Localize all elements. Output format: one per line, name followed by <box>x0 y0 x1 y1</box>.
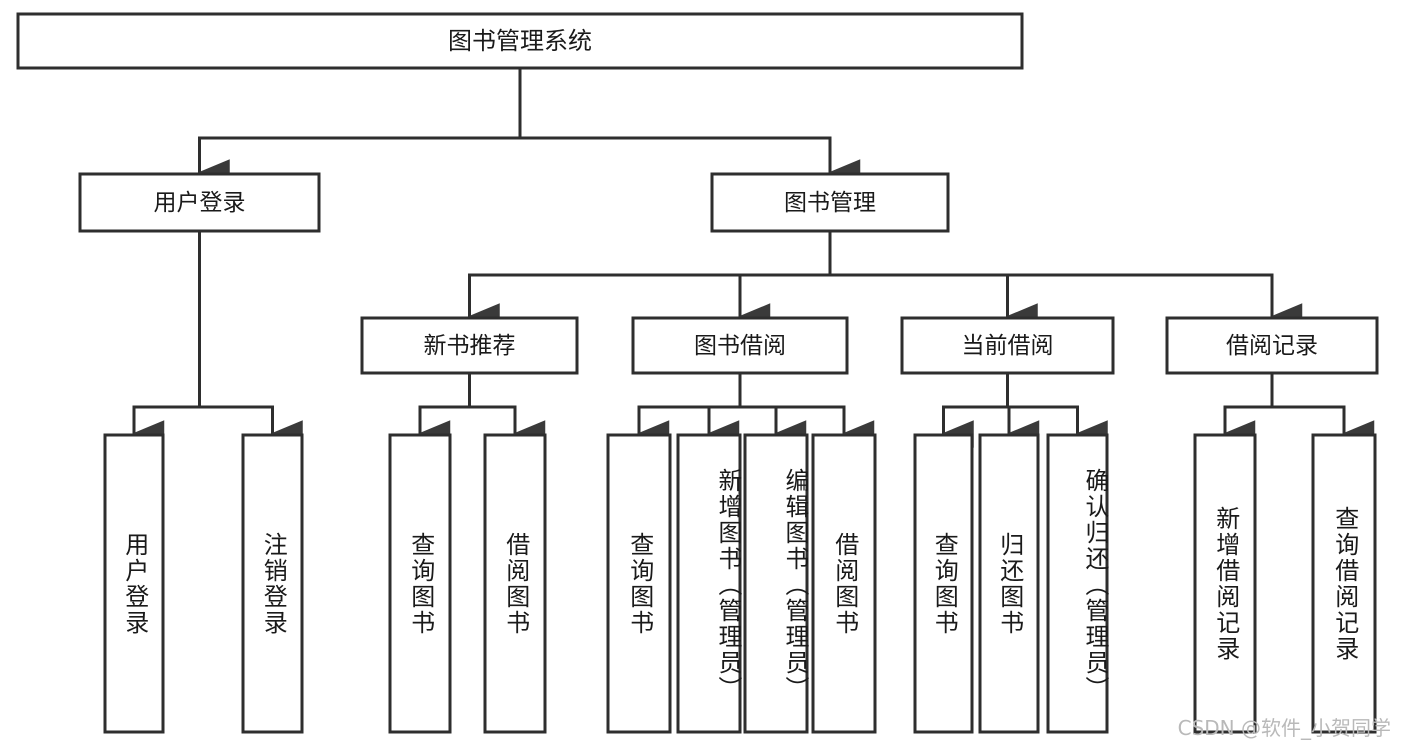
node-label: 用户登录 <box>154 190 246 216</box>
node-box <box>900 316 1115 375</box>
node-box <box>16 12 1024 70</box>
node-label: 图书借阅 <box>694 333 786 359</box>
edge-layer <box>131 66 1375 448</box>
node-box <box>913 433 974 734</box>
node-box <box>978 433 1040 734</box>
node-leaf-user-login[interactable] <box>103 433 165 734</box>
node-label: 图书管理系统 <box>448 27 592 55</box>
connector-new-book-recommend <box>417 371 546 448</box>
node-current-borrow[interactable]: 当前借阅 <box>900 316 1115 375</box>
node-leaf-query-book-cur[interactable] <box>913 433 974 734</box>
node-box <box>1311 433 1377 734</box>
node-box <box>483 433 547 734</box>
node-box <box>811 433 877 734</box>
node-box <box>78 172 321 233</box>
node-leaf-borrow-book-rec[interactable] <box>483 433 547 734</box>
node-box <box>1193 433 1257 734</box>
node-leaf-user-logout[interactable] <box>241 433 304 734</box>
node-label: 当前借阅 <box>962 333 1054 359</box>
node-box <box>631 316 849 375</box>
node-box <box>1046 433 1109 734</box>
node-label: 图书管理 <box>784 190 876 216</box>
node-box <box>1165 316 1379 375</box>
node-new-book-recommend[interactable]: 新书推荐 <box>360 316 579 375</box>
node-borrow-record[interactable]: 借阅记录 <box>1165 316 1379 375</box>
node-book-borrow[interactable]: 图书借阅 <box>631 316 849 375</box>
node-box <box>360 316 579 375</box>
connector-user-login <box>131 229 303 448</box>
connector-book-manage <box>466 229 1303 331</box>
node-box <box>241 433 304 734</box>
node-leaf-return-book[interactable] <box>978 433 1040 734</box>
node-box <box>710 172 950 233</box>
node-box <box>606 433 672 734</box>
node-leaf-borrow-book[interactable] <box>811 433 877 734</box>
node-box <box>676 433 742 734</box>
connector-current-borrow <box>940 371 1108 448</box>
node-leaf-confirm-return[interactable] <box>1046 433 1109 734</box>
connector-book-borrow <box>636 371 875 448</box>
node-box <box>388 433 452 734</box>
node-leaf-edit-book[interactable] <box>743 433 809 734</box>
node-leaf-query-record[interactable] <box>1311 433 1377 734</box>
node-label: 新书推荐 <box>424 333 516 359</box>
connector-borrow-record <box>1222 371 1375 448</box>
node-user-login[interactable]: 用户登录 <box>78 172 321 233</box>
node-book-manage[interactable]: 图书管理 <box>710 172 950 233</box>
node-box <box>743 433 809 734</box>
node-leaf-add-book[interactable] <box>676 433 742 734</box>
node-box <box>103 433 165 734</box>
node-leaf-query-book[interactable] <box>606 433 672 734</box>
node-leaf-add-record[interactable] <box>1193 433 1257 734</box>
node-root[interactable]: 图书管理系统 <box>16 12 1024 70</box>
connector-root <box>196 66 861 187</box>
node-label: 借阅记录 <box>1226 333 1318 359</box>
node-leaf-query-book-rec[interactable] <box>388 433 452 734</box>
